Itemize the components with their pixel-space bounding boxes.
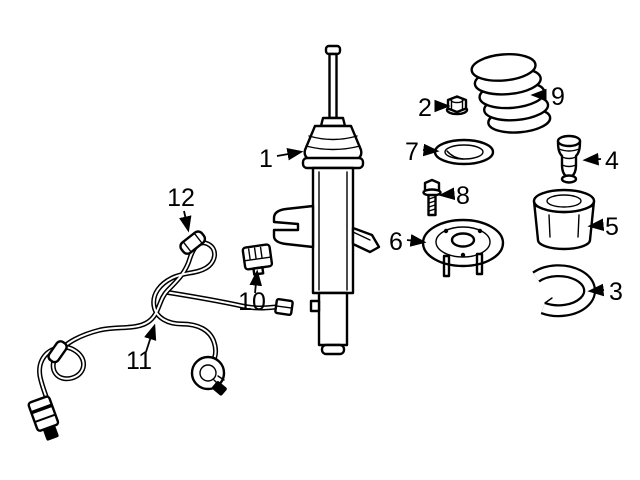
strut-right-bracket	[351, 226, 381, 254]
part-bump-stop	[556, 134, 582, 184]
callout-label-1: 1	[259, 145, 273, 173]
strut-left-bracket	[272, 204, 315, 249]
strut-upper-boot	[303, 124, 363, 162]
part-gasket-ring	[433, 138, 495, 166]
callout-label-9: 9	[551, 83, 565, 111]
leader-lines	[144, 88, 605, 353]
callout-label-6: 6	[389, 228, 403, 256]
callout-label-5: 5	[605, 213, 619, 241]
part-self-locking-nut	[445, 95, 469, 116]
part-dust-boot	[532, 188, 596, 251]
leader-line-5	[587, 218, 605, 232]
harness-grommet-lower	[47, 340, 68, 364]
strut-bottom-cap	[320, 343, 346, 356]
part-flange-bolt	[422, 178, 442, 217]
leader-line-6	[406, 234, 427, 247]
leader-line-7	[422, 143, 440, 157]
part-strut-mount-plate	[421, 218, 505, 278]
part-suspension-strut	[272, 44, 381, 356]
leader-line-4	[582, 152, 602, 166]
callout-label-12: 12	[167, 184, 195, 212]
callout-label-11: 11	[126, 347, 152, 375]
leader-line-11	[144, 323, 157, 353]
mount-stud-left	[442, 254, 451, 278]
part-coil-spring	[470, 53, 552, 134]
callout-label-4: 4	[605, 147, 619, 175]
part-connector-block	[241, 243, 274, 276]
leader-line-8	[438, 187, 456, 201]
harness-end-connector	[27, 395, 60, 441]
harness-grommet-upper	[179, 230, 207, 255]
part-spring-pad	[532, 264, 597, 318]
leader-line-12	[179, 210, 192, 233]
callout-labels: 1 2 3 4 5 6 7 8 9 10 11 12	[126, 83, 623, 375]
leader-line-3	[587, 283, 605, 297]
callout-label-3: 3	[609, 278, 623, 306]
callout-label-10: 10	[238, 288, 266, 316]
strut-spring-seat-lip	[301, 156, 365, 170]
leader-line-1	[276, 147, 304, 161]
strut-sensor-stub	[309, 299, 321, 313]
strut-lower-tube	[317, 291, 349, 347]
callout-label-2: 2	[418, 94, 432, 122]
callout-label-8: 8	[456, 182, 470, 210]
part-sensor-wire-harness	[27, 230, 294, 441]
strut-piston-rod	[328, 52, 338, 120]
leader-line-10	[249, 269, 263, 294]
harness-sensor-ring	[190, 355, 227, 396]
callout-label-7: 7	[405, 138, 419, 166]
